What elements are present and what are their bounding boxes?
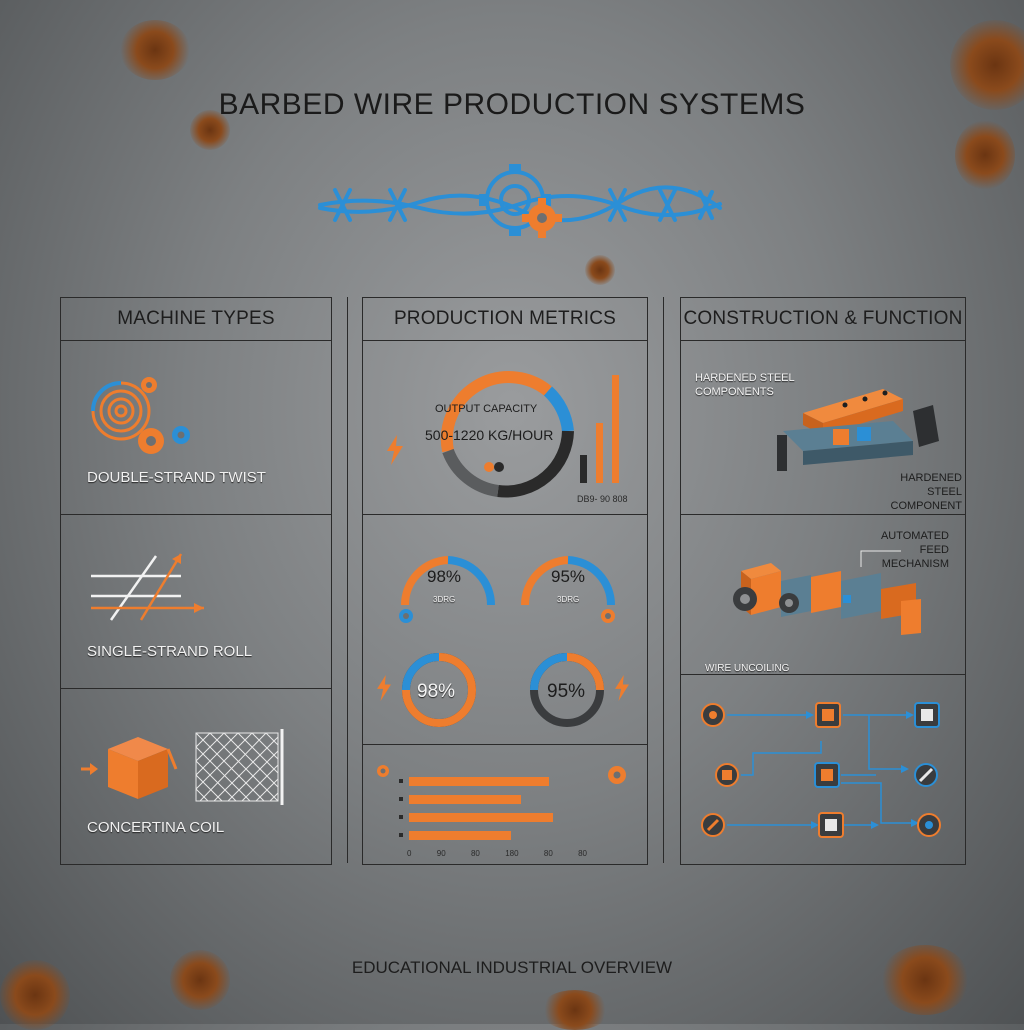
capacity-card: OUTPUT CAPACITY 500-1220 KG/HOUR DB9- 90… [363, 340, 647, 515]
machine-type-label: SINGLE-STRAND ROLL [87, 643, 253, 660]
component-label: AUTOMATED FEED MECHANISM [880, 530, 949, 570]
rust-stain [170, 950, 230, 1010]
twist-gears-icon [91, 377, 190, 454]
machine-type-card: SINGLE-STRAND ROLL [61, 514, 331, 689]
efficiency-gauge [520, 556, 616, 606]
gear-icon [484, 462, 504, 472]
ring-gauge [530, 653, 604, 727]
rust-stain [955, 120, 1015, 190]
mini-bar-chart [580, 375, 619, 483]
page-title: BARBED WIRE PRODUCTION SYSTEMS [218, 88, 806, 121]
crossing-wires-icon [91, 553, 204, 621]
capacity-label: OUTPUT CAPACITY [435, 403, 538, 415]
gear-icon [399, 609, 413, 623]
panel-title: CONSTRUCTION & FUNCTION [683, 308, 963, 329]
capacity-value: 500-1220 KG/HOUR [425, 427, 554, 443]
machine-type-card: DOUBLE-STRAND TWIST [61, 340, 331, 515]
component-label: HARDENED STEEL COMPONENTS [695, 372, 795, 398]
gear-icon [608, 766, 626, 784]
lightning-icon [615, 675, 629, 701]
horizontal-bar-chart [399, 777, 553, 840]
efficiency-gauge [400, 556, 496, 606]
rust-stain [585, 255, 615, 285]
flow-diagram-card [681, 674, 965, 865]
machine-type-label: CONCERTINA COIL [87, 819, 225, 836]
construction-panel: CONSTRUCTION & FUNCTION HARDENED STEEL C… [680, 297, 966, 865]
construction-card: HARDENED STEEL COMPONENTS HARDENED STEEL… [681, 340, 965, 515]
gauge-sublabel: 3DRG [557, 595, 580, 604]
gear-icon [601, 609, 615, 623]
lightning-icon [387, 435, 403, 465]
tick-label: 80 [578, 849, 587, 858]
box-and-mesh-icon [81, 729, 284, 805]
tick-label: 90 [436, 849, 446, 858]
rust-stain [950, 20, 1024, 110]
rust-stain [0, 960, 70, 1030]
footer-caption: EDUCATIONAL INDUSTRIAL OVERVIEW [351, 958, 673, 977]
construction-card: AUTOMATED FEED MECHANISM [681, 514, 965, 675]
gear-icon [377, 765, 389, 777]
component-label: HARDENED STEEL COMPONENT [890, 472, 963, 512]
lightning-icon [377, 675, 391, 701]
feed-mechanism-illustration [733, 550, 921, 635]
rust-stain [190, 110, 230, 150]
barbed-wire-gear-icon [318, 164, 722, 238]
bar-chart-ticks: 0 90 80 180 80 80 [407, 849, 587, 858]
panel-title: PRODUCTION METRICS [393, 308, 617, 329]
panel-title: MACHINE TYPES [117, 308, 275, 329]
tick-label: 80 [470, 849, 480, 858]
ring-gauge [402, 653, 476, 727]
bar-chart-card: 0 90 80 180 80 80 [363, 744, 647, 865]
gauge-value: 95% [551, 567, 586, 586]
gauge-sublabel: 3DRG [433, 595, 456, 604]
divider [347, 297, 348, 863]
ring-gauge-value: 98% [417, 681, 456, 702]
mini-bar-label: DB9- 90 808 [577, 494, 628, 504]
tick-label: 0 [407, 849, 412, 858]
component-label: WIRE UNCOILING [705, 663, 790, 674]
rust-stain [120, 20, 190, 80]
machine-type-label: DOUBLE-STRAND TWIST [87, 469, 266, 486]
gauges-card: 98% 3DRG 95% 3DRG 98% 95% [363, 514, 647, 745]
capacity-ring-gauge [440, 371, 574, 498]
tick-label: 180 [505, 849, 519, 858]
gauge-value: 98% [427, 567, 462, 586]
rust-stain [540, 990, 610, 1030]
machine-types-panel: MACHINE TYPES DOUBLE-STRAND TWIST SINGLE… [60, 297, 332, 865]
machine-type-card: CONCERTINA COIL [61, 688, 331, 864]
divider [663, 297, 664, 863]
ring-gauge-value: 95% [547, 681, 586, 702]
production-metrics-panel: PRODUCTION METRICS OUTPUT CAPACITY 500-1… [362, 297, 648, 865]
steel-assembly-illustration [777, 389, 939, 471]
tick-label: 80 [543, 849, 553, 858]
process-flow-diagram [701, 702, 941, 838]
rust-stain [880, 945, 970, 1015]
